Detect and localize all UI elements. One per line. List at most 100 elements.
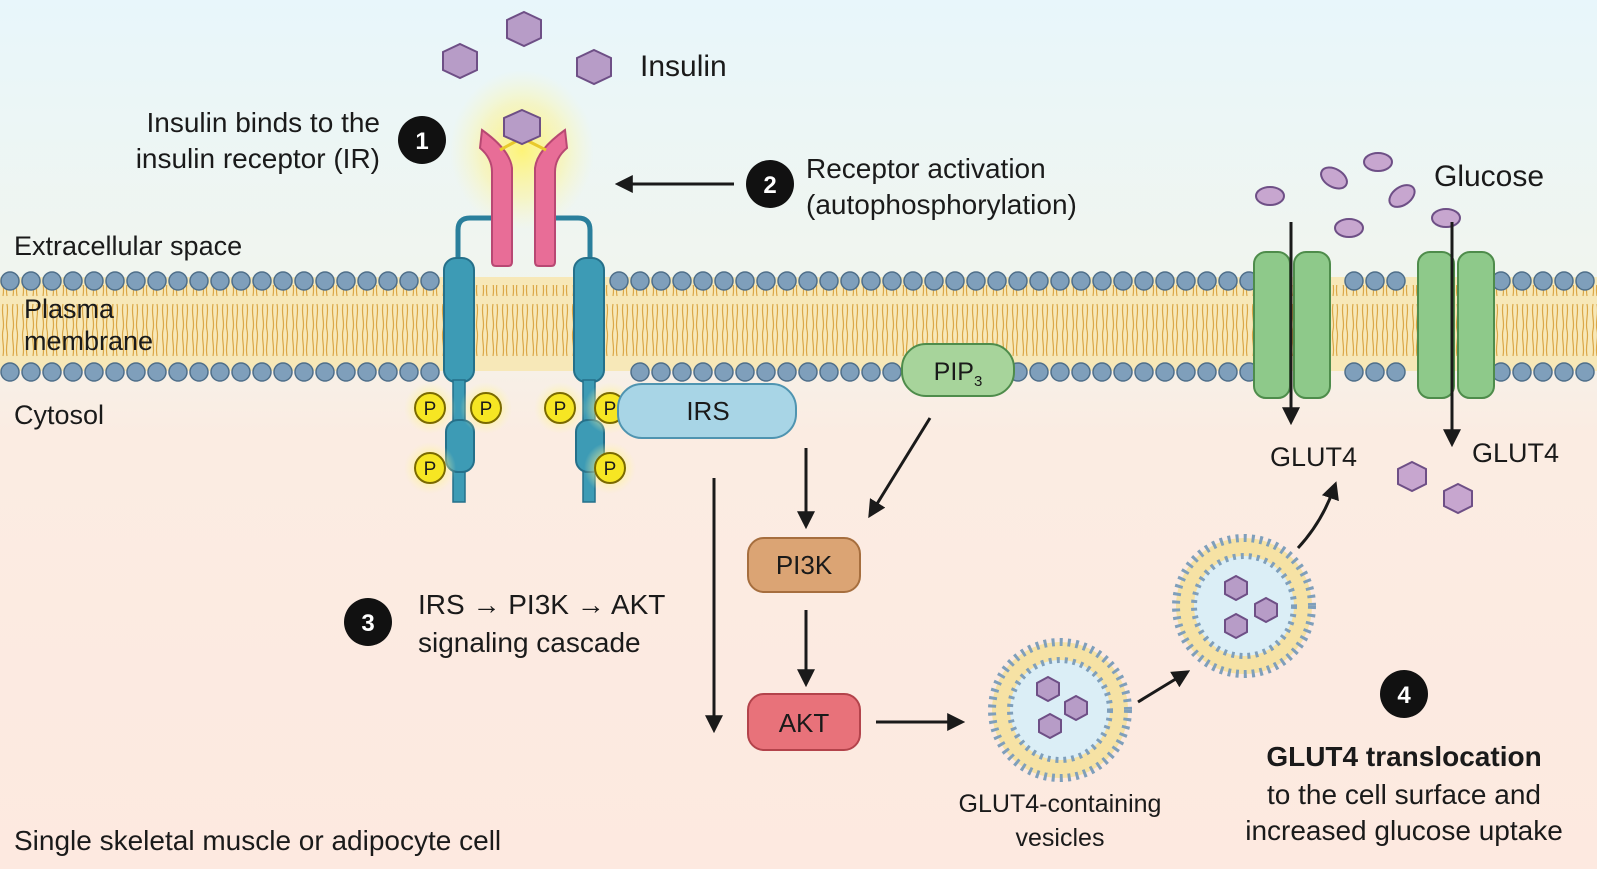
- lipid-head: [1155, 271, 1175, 291]
- lipid-head: [1050, 271, 1070, 291]
- pip3-node: PIP3: [901, 343, 1015, 397]
- svg-text:3: 3: [361, 610, 374, 637]
- lipid-head: [987, 271, 1007, 291]
- lipid-head: [966, 271, 986, 291]
- lipid-head: [651, 362, 671, 382]
- step-4-text-1: GLUT4 translocation: [1266, 741, 1541, 772]
- lipid-head: [63, 362, 83, 382]
- glucose-molecules: [1255, 152, 1473, 515]
- glut4-label-left: GLUT4: [1270, 442, 1357, 472]
- step-4-marker: 4: [1380, 670, 1428, 718]
- glut4-transporter-left: [1253, 222, 1331, 426]
- lipid-head: [147, 362, 167, 382]
- lipid-head: [357, 362, 377, 382]
- lipid-head: [210, 362, 230, 382]
- step-3-marker: 3: [344, 598, 392, 646]
- lipid-head: [1092, 362, 1112, 382]
- plasma-membrane-label-1: Plasma: [24, 294, 115, 324]
- lipid-head: [1092, 271, 1112, 291]
- receptor-alpha-right: [534, 128, 569, 267]
- lipid-head: [252, 271, 272, 291]
- lipid-head: [315, 362, 335, 382]
- lipid-head: [399, 362, 419, 382]
- lipid-head: [420, 362, 440, 382]
- lipid-head: [420, 271, 440, 291]
- lipid-head: [1344, 362, 1364, 382]
- step-2-text-1: Receptor activation: [806, 153, 1046, 184]
- svg-text:4: 4: [1397, 682, 1411, 709]
- lipid-head: [630, 362, 650, 382]
- lipid-head: [924, 271, 944, 291]
- lipid-head: [1386, 271, 1406, 291]
- lipid-head: [315, 271, 335, 291]
- lipid-head: [840, 271, 860, 291]
- lipid-head: [693, 271, 713, 291]
- cytosol-label: Cytosol: [14, 400, 104, 430]
- svg-text:2: 2: [763, 172, 776, 199]
- glut4-transporter-right: [1417, 222, 1495, 448]
- lipid-head: [798, 362, 818, 382]
- lipid-head: [168, 362, 188, 382]
- lipid-head: [0, 271, 20, 291]
- lipid-head: [1029, 362, 1049, 382]
- receptor-alpha-left: [478, 128, 513, 267]
- step-2-text-2: (autophosphorylation): [806, 189, 1077, 220]
- receptor-beta-left: [443, 257, 475, 383]
- lipid-head: [819, 271, 839, 291]
- lipid-head: [378, 271, 398, 291]
- lipid-head: [63, 271, 83, 291]
- lipid-head: [861, 271, 881, 291]
- lipid-head: [273, 271, 293, 291]
- phosphate-label: P: [480, 399, 493, 420]
- lipid-head: [1134, 362, 1154, 382]
- lipid-head: [777, 362, 797, 382]
- lipid-head: [231, 271, 251, 291]
- lipid-head: [126, 362, 146, 382]
- lipid-head: [399, 271, 419, 291]
- lipid-head: [42, 271, 62, 291]
- step-1-marker: 1: [398, 116, 446, 164]
- lipid-head: [1197, 271, 1217, 291]
- irs-label: IRS: [686, 396, 729, 426]
- lipid-head: [819, 362, 839, 382]
- lipid-head: [777, 271, 797, 291]
- lipid-head: [1533, 362, 1553, 382]
- vesicles-label-2: vesicles: [1016, 824, 1105, 852]
- lipid-head: [1533, 271, 1553, 291]
- lipid-head: [105, 271, 125, 291]
- insulin-receptor: [443, 70, 605, 503]
- step-3-text-2: signaling cascade: [418, 627, 641, 658]
- step-4-text-3: increased glucose uptake: [1245, 815, 1563, 846]
- lipid-head: [882, 271, 902, 291]
- insulin-molecules: [442, 10, 612, 86]
- lipid-head: [105, 362, 125, 382]
- lipid-head: [672, 271, 692, 291]
- phosphate-label: P: [424, 399, 437, 420]
- lipid-head: [0, 362, 20, 382]
- lipid-head: [42, 362, 62, 382]
- phosphate-label: P: [554, 399, 567, 420]
- step-4-text-2: to the cell surface and: [1267, 779, 1541, 810]
- lipid-head: [1071, 362, 1091, 382]
- lipid-head: [1113, 271, 1133, 291]
- cell-note: Single skeletal muscle or adipocyte cell: [14, 825, 501, 856]
- lipid-head: [651, 271, 671, 291]
- lipid-head: [1050, 362, 1070, 382]
- lipid-head: [840, 362, 860, 382]
- phosphate-label: P: [604, 399, 617, 420]
- lipid-head: [609, 271, 629, 291]
- lipid-head: [630, 271, 650, 291]
- lipid-head: [1512, 362, 1532, 382]
- lipid-head: [1113, 362, 1133, 382]
- lipid-head: [1365, 362, 1385, 382]
- lipid-head: [1344, 271, 1364, 291]
- lipid-head: [1512, 271, 1532, 291]
- glut4-vesicle-1: [988, 638, 1132, 782]
- lipid-head: [294, 362, 314, 382]
- lipid-head: [714, 362, 734, 382]
- lipid-head: [882, 362, 902, 382]
- bound-insulin: [503, 108, 541, 146]
- lipid-head: [336, 362, 356, 382]
- phosphate-label: P: [604, 459, 617, 480]
